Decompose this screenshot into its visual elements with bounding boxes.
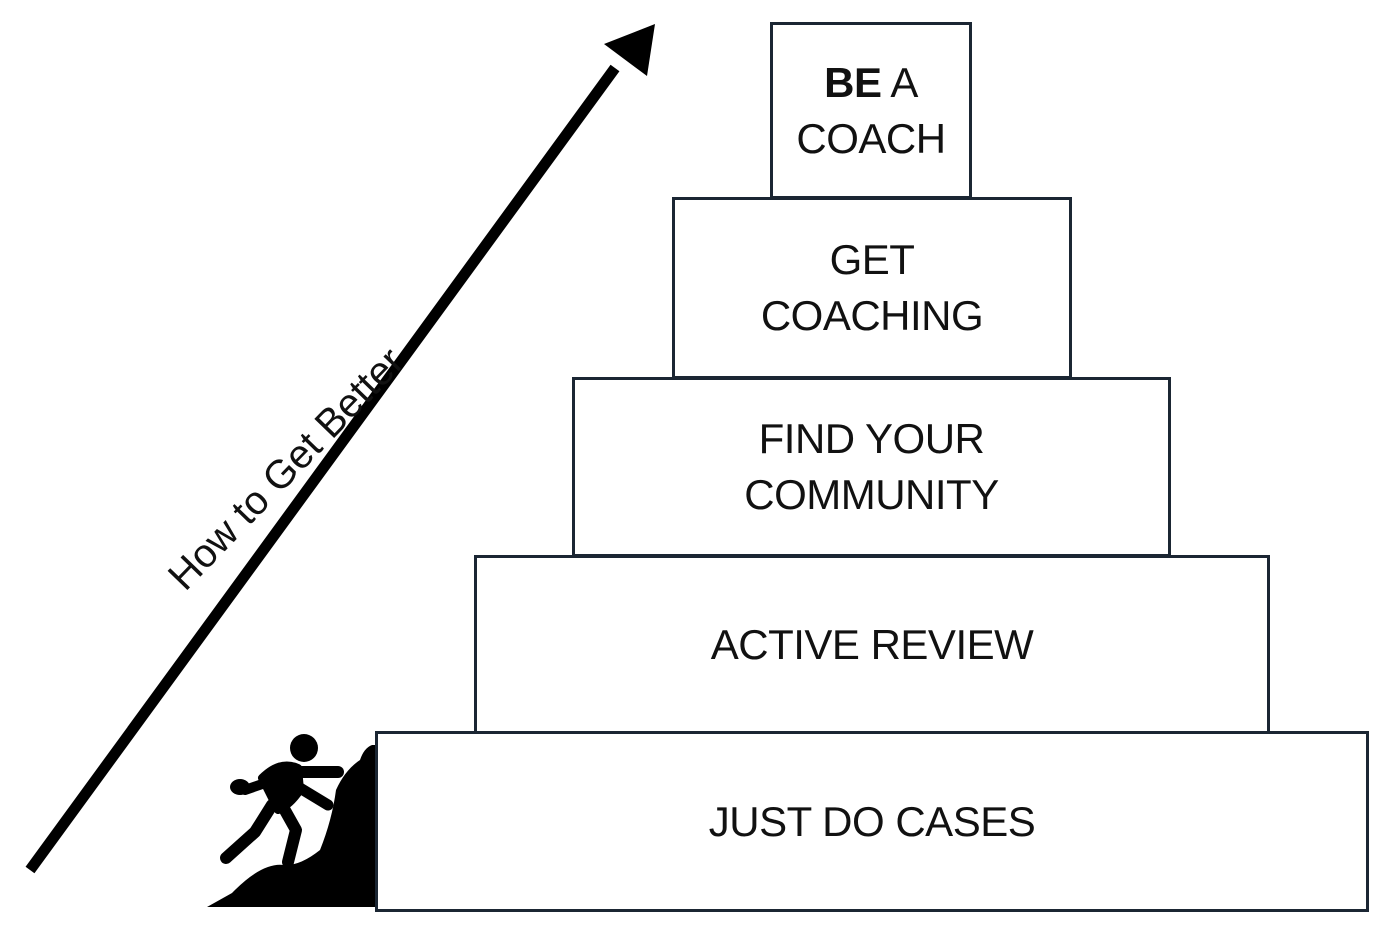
step-line: GET [829,236,915,283]
step-line: COACHING [760,292,984,339]
step-just-do-cases: JUST DO CASES [375,731,1369,912]
step-word: A [881,58,918,106]
step-line: JUST DO CASES [708,797,1036,845]
step-active-review: ACTIVE REVIEW [474,555,1270,735]
step-find-your-community: FIND YOUR COMMUNITY [572,377,1171,557]
step-line: ACTIVE REVIEW [710,621,1034,668]
step-line: FIND YOUR [758,415,985,462]
step-get-coaching: GET COACHING [672,197,1072,379]
person-climbing-icon [207,734,378,907]
step-line: BE A [824,55,918,111]
step-be-a-coach: BE A COACH [770,22,972,199]
step-line: COMMUNITY [744,471,999,518]
step-line: COACH [796,114,946,162]
arrow-up-right-icon [25,24,655,874]
step-bold-word: BE [824,58,882,106]
